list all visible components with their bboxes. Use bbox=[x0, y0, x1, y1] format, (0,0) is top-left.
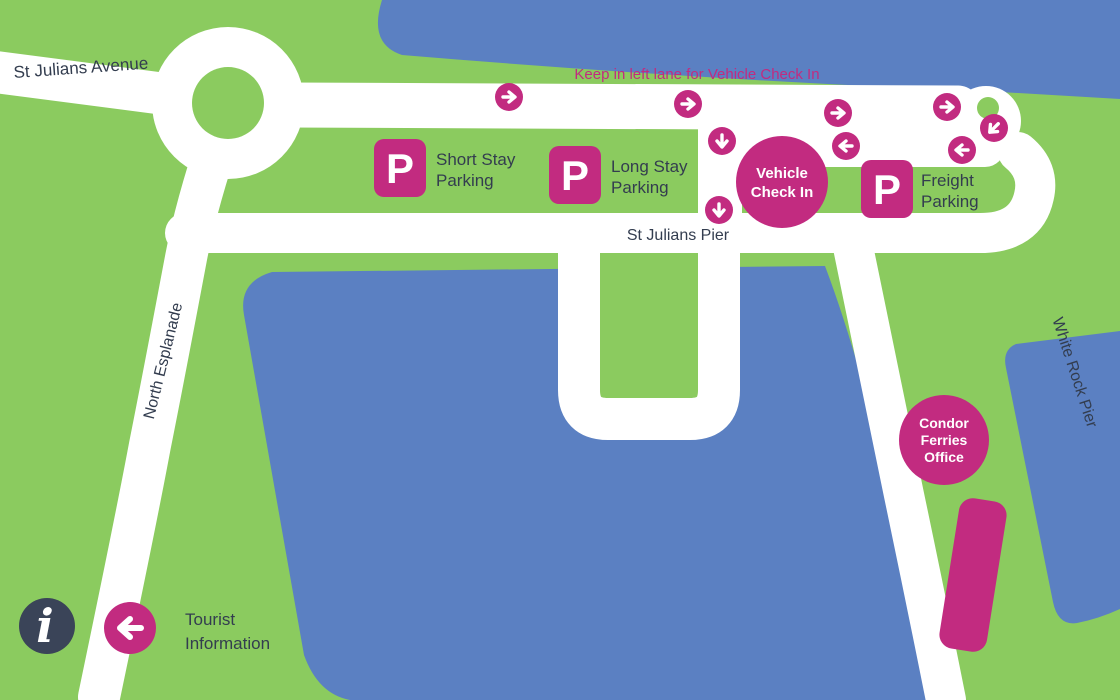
parking-icon-letter: P bbox=[873, 166, 901, 213]
roundabout-island bbox=[192, 67, 264, 139]
tourist-information-marker: i Tourist Information bbox=[19, 598, 270, 654]
white-rock-pier-road bbox=[832, 222, 966, 700]
freight-label-line1: Freight bbox=[921, 171, 974, 190]
st-julians-avenue-road bbox=[0, 51, 186, 115]
traffic-arrow-down-icon bbox=[705, 196, 733, 224]
traffic-arrow-right-icon bbox=[674, 90, 702, 118]
white-rock-water bbox=[1005, 331, 1120, 624]
traffic-arrow-left-icon bbox=[948, 136, 976, 164]
parking-icon bbox=[549, 146, 601, 204]
condor-ferries-circle bbox=[899, 395, 989, 485]
short-stay-parking-marker: P Short Stay Parking bbox=[374, 139, 516, 197]
short-stay-label-line2: Parking bbox=[436, 171, 494, 190]
keep-left-lane-label: Keep in left lane for Vehicle Check In bbox=[574, 66, 819, 83]
vehicle-check-in-line2: Check In bbox=[751, 184, 814, 201]
top-road bbox=[262, 82, 981, 131]
vehicle-check-in-marker: Vehicle Check In bbox=[736, 136, 828, 228]
vehicle-check-in-circle bbox=[736, 136, 828, 228]
long-stay-label-line1: Long Stay bbox=[611, 157, 688, 176]
parking-icon bbox=[861, 160, 913, 218]
tourist-arrow-left-icon bbox=[104, 602, 156, 654]
vehicle-check-in-line1: Vehicle bbox=[756, 165, 808, 182]
short-stay-label-line1: Short Stay bbox=[436, 150, 516, 169]
ferry-berth-block bbox=[939, 498, 1007, 652]
main-harbour-water bbox=[243, 266, 933, 700]
tourist-information-label-line2: Information bbox=[185, 634, 270, 653]
parking-icon-letter: P bbox=[386, 145, 414, 192]
tourist-information-label-line1: Tourist bbox=[185, 610, 235, 629]
traffic-arrow-down-left-icon bbox=[980, 114, 1008, 142]
pier-loop-road bbox=[558, 219, 740, 440]
information-icon bbox=[19, 598, 75, 654]
traffic-arrow-left-icon bbox=[832, 132, 860, 160]
condor-label-line2: Ferries bbox=[921, 432, 968, 448]
condor-ferries-office-marker: Condor Ferries Office bbox=[899, 395, 989, 485]
st-julians-pier-road bbox=[165, 132, 1056, 253]
st-julians-pier-label: St Julians Pier bbox=[627, 227, 730, 244]
long-stay-parking-marker: P Long Stay Parking bbox=[549, 146, 688, 204]
traffic-arrow-right-icon bbox=[495, 83, 523, 111]
freight-parking-marker: P Freight Parking bbox=[861, 160, 979, 218]
information-icon-letter: i bbox=[36, 599, 53, 653]
condor-label-line1: Condor bbox=[919, 415, 969, 431]
traffic-arrow-down-icon bbox=[708, 127, 736, 155]
parking-icon-letter: P bbox=[561, 152, 589, 199]
top-harbour-water bbox=[378, 0, 1120, 99]
pier-loop-inner-land bbox=[579, 233, 719, 403]
traffic-arrow-right-icon bbox=[824, 99, 852, 127]
long-stay-label-line2: Parking bbox=[611, 178, 669, 197]
condor-label-line3: Office bbox=[924, 449, 964, 465]
traffic-arrow-right-icon bbox=[933, 93, 961, 121]
turning-loop-island bbox=[977, 97, 999, 119]
parking-icon bbox=[374, 139, 426, 197]
freight-label-line2: Parking bbox=[921, 192, 979, 211]
north-esplanade-road bbox=[78, 107, 243, 700]
